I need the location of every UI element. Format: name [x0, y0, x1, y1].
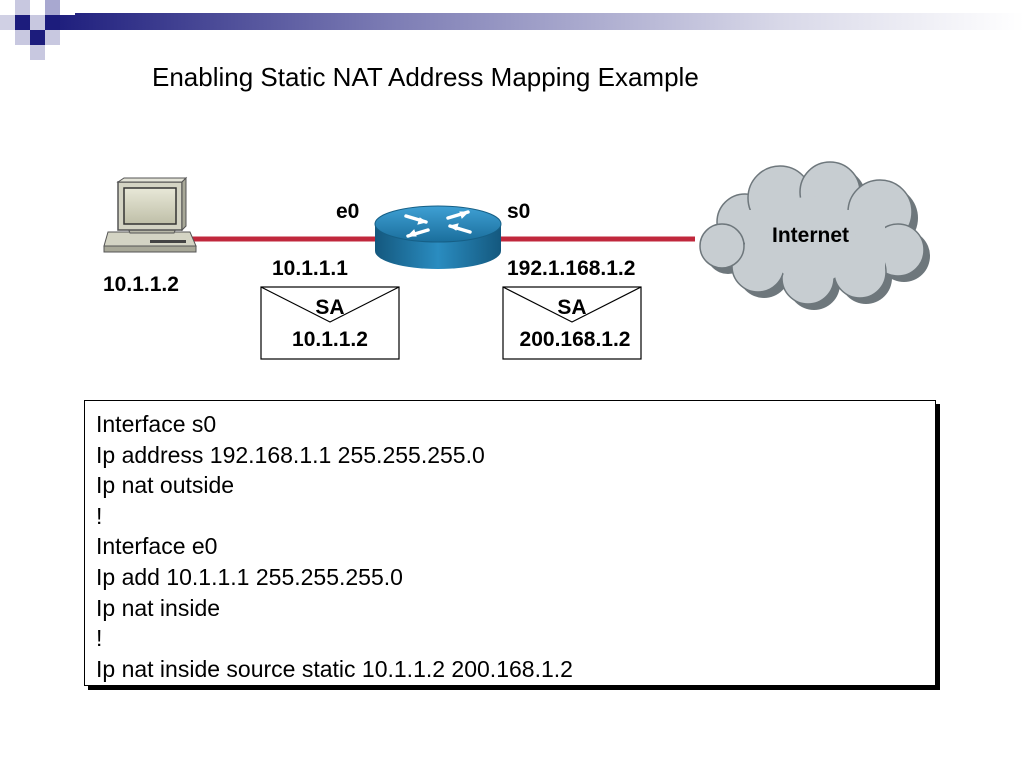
- config-line: Ip nat inside source static 10.1.1.2 200…: [96, 654, 935, 685]
- packet-outside-field: SA: [503, 296, 641, 320]
- config-line: Ip add 10.1.1.1 255.255.255.0: [96, 562, 935, 593]
- config-line: Interface e0: [96, 531, 935, 562]
- router-icon: [375, 206, 501, 269]
- interface-s0-label: s0: [507, 200, 530, 224]
- workstation-icon: [104, 178, 196, 252]
- config-line: !: [96, 501, 935, 532]
- router-config-box: Interface s0 Ip address 192.168.1.1 255.…: [84, 400, 936, 686]
- interface-e0-label: e0: [336, 200, 359, 224]
- packet-inside-address: 10.1.1.2: [261, 328, 399, 352]
- packet-inside-field: SA: [261, 296, 399, 320]
- config-line: Ip nat outside: [96, 470, 935, 501]
- router-inside-ip: 10.1.1.1: [272, 257, 348, 281]
- config-line: Ip nat inside: [96, 593, 935, 624]
- packet-outside-address: 200.168.1.2: [503, 328, 647, 352]
- config-line: Ip address 192.168.1.1 255.255.255.0: [96, 440, 935, 471]
- router-outside-ip: 192.1.168.1.2: [507, 257, 635, 281]
- internet-label: Internet: [772, 224, 849, 248]
- host-ip: 10.1.1.2: [103, 273, 179, 297]
- config-line: !: [96, 623, 935, 654]
- config-line: Interface s0: [96, 409, 935, 440]
